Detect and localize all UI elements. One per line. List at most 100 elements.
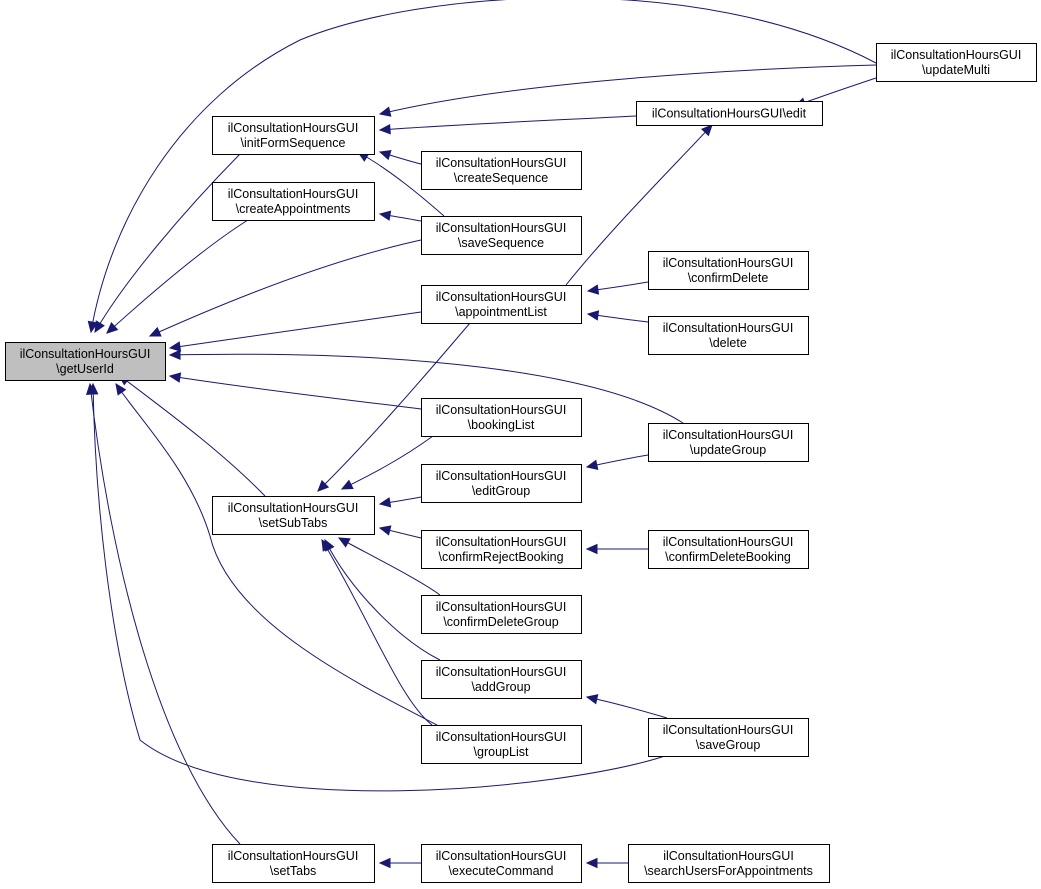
arrowhead xyxy=(378,210,392,221)
node-box xyxy=(648,251,809,290)
node-updateGroup[interactable]: ilConsultationHoursGUI\updateGroup xyxy=(648,423,809,462)
arrowhead xyxy=(94,320,105,334)
node-confirmDeleteGroup[interactable]: ilConsultationHoursGUI\confirmDeleteGrou… xyxy=(421,595,582,634)
edge-saveGroup-to-getUserId xyxy=(87,382,666,792)
node-label-line1: ilConsultationHoursGUI xyxy=(436,600,567,614)
edge-editGroup-to-setSubTabs xyxy=(378,496,422,508)
node-label-line1: ilConsultationHoursGUI\edit xyxy=(652,107,807,121)
edge-groupList-to-setSubTabs xyxy=(321,538,433,726)
edge-updateMulti-to-getUserId xyxy=(87,0,877,334)
edge-line xyxy=(379,64,877,115)
node-label-line2: \addGroup xyxy=(471,680,530,694)
node-box xyxy=(421,844,582,883)
node-saveGroup[interactable]: ilConsultationHoursGUI\saveGroup xyxy=(648,718,809,757)
edge-edit-to-initFormSequence xyxy=(378,115,637,135)
edge-confirmDeleteBooking-to-confirmRejectBooking xyxy=(585,543,648,555)
arrowhead xyxy=(106,322,119,334)
edge-line xyxy=(338,537,441,596)
edge-saveSequence-to-createAppointments xyxy=(378,210,422,222)
edge-line xyxy=(357,151,445,217)
arrowhead xyxy=(115,383,127,396)
edge-confirmDelete-to-appointmentList xyxy=(586,281,649,295)
node-box xyxy=(421,660,582,699)
node-label-line1: ilConsultationHoursGUI xyxy=(228,501,359,515)
edge-appointmentList-to-setSubTabs xyxy=(317,322,471,492)
node-box xyxy=(876,43,1037,82)
node-label-line1: ilConsultationHoursGUI xyxy=(436,535,567,549)
node-label-line2: \initFormSequence xyxy=(241,136,346,150)
node-edit[interactable]: ilConsultationHoursGUI\edit xyxy=(636,101,823,126)
node-label-line1: ilConsultationHoursGUI xyxy=(663,256,794,270)
arrowhead xyxy=(168,341,182,352)
node-label-line2: \delete xyxy=(709,336,747,350)
node-setTabs[interactable]: ilConsultationHoursGUI\setTabs xyxy=(212,844,375,883)
node-box xyxy=(421,464,582,503)
node-delete[interactable]: ilConsultationHoursGUI\delete xyxy=(648,316,809,355)
node-label-line2: \createAppointments xyxy=(236,202,351,216)
node-box xyxy=(421,530,582,569)
node-label-line2: \updateMulti xyxy=(922,63,990,77)
edge-line xyxy=(324,539,441,661)
arrowhead xyxy=(700,124,713,137)
node-confirmDelete[interactable]: ilConsultationHoursGUI\confirmDelete xyxy=(648,251,809,290)
node-appointmentList[interactable]: ilConsultationHoursGUI\appointmentList xyxy=(421,285,582,324)
node-bookingList[interactable]: ilConsultationHoursGUI\bookingList xyxy=(421,398,582,437)
node-confirmRejectBooking[interactable]: ilConsultationHoursGUI\confirmRejectBook… xyxy=(421,530,582,569)
node-label-line1: ilConsultationHoursGUI xyxy=(436,665,567,679)
arrowhead xyxy=(585,694,599,705)
node-label-line2: \saveGroup xyxy=(696,738,761,752)
arrowhead xyxy=(87,320,99,334)
node-executeCommand[interactable]: ilConsultationHoursGUI\executeCommand xyxy=(421,844,582,883)
node-box xyxy=(648,718,809,757)
node-label-line1: ilConsultationHoursGUI xyxy=(663,723,794,737)
arrowhead xyxy=(378,106,392,117)
edge-bookingList-to-setSubTabs xyxy=(340,435,434,490)
node-label-line2: \searchUsersForAppointments xyxy=(644,864,813,878)
arrowhead xyxy=(585,459,599,470)
node-box xyxy=(648,423,809,462)
edge-bookingList-to-getUserId xyxy=(168,372,422,410)
node-label-line1: ilConsultationHoursGUI xyxy=(228,849,359,863)
edge-line xyxy=(115,383,438,726)
node-box xyxy=(5,342,166,381)
node-label-line2: \saveSequence xyxy=(458,236,544,250)
node-editGroup[interactable]: ilConsultationHoursGUI\editGroup xyxy=(421,464,582,503)
edge-updateGroup-to-getUserId xyxy=(168,349,684,424)
node-label-line2: \confirmRejectBooking xyxy=(438,550,563,564)
node-groupList[interactable]: ilConsultationHoursGUI\groupList xyxy=(421,725,582,764)
node-label-line1: ilConsultationHoursGUI xyxy=(228,187,359,201)
node-createSequence[interactable]: ilConsultationHoursGUI\createSequence xyxy=(421,151,582,190)
node-label-line2: \confirmDeleteBooking xyxy=(665,550,791,564)
node-box xyxy=(212,844,375,883)
edges-layer xyxy=(85,0,877,869)
edge-initFormSequence-to-getUserId xyxy=(94,153,241,334)
node-saveSequence[interactable]: ilConsultationHoursGUI\saveSequence xyxy=(421,216,582,255)
edge-saveSequence-to-getUserId xyxy=(148,239,422,337)
edge-line xyxy=(89,383,241,845)
arrowhead xyxy=(378,150,392,161)
node-label-line2: \editGroup xyxy=(472,484,530,498)
node-label-line1: ilConsultationHoursGUI xyxy=(663,535,794,549)
arrowhead xyxy=(317,479,330,492)
edge-confirmRejectBooking-to-setSubTabs xyxy=(378,525,422,539)
node-confirmDeleteBooking[interactable]: ilConsultationHoursGUI\confirmDeleteBook… xyxy=(648,530,809,569)
edge-delete-to-appointmentList xyxy=(586,310,649,323)
edge-setSubTabs-to-getUserId xyxy=(118,374,266,497)
edge-line xyxy=(317,322,471,492)
edge-line xyxy=(149,239,422,337)
node-label-line2: \getUserId xyxy=(56,362,114,376)
node-label-line1: ilConsultationHoursGUI xyxy=(20,347,151,361)
nodes-layer: ilConsultationHoursGUI\getUserIdilConsul… xyxy=(5,43,1037,883)
node-createAppointments[interactable]: ilConsultationHoursGUI\createAppointment… xyxy=(212,182,375,221)
edge-line xyxy=(565,124,713,286)
node-setSubTabs[interactable]: ilConsultationHoursGUI\setSubTabs xyxy=(212,496,375,535)
edge-line xyxy=(169,375,422,410)
node-searchUsersForAppointments[interactable]: ilConsultationHoursGUI\searchUsersForApp… xyxy=(628,844,830,883)
node-updateMulti[interactable]: ilConsultationHoursGUI\updateMulti xyxy=(876,43,1037,82)
node-box xyxy=(421,595,582,634)
node-addGroup[interactable]: ilConsultationHoursGUI\addGroup xyxy=(421,660,582,699)
arrowhead xyxy=(87,382,99,395)
node-getUserId: ilConsultationHoursGUI\getUserId xyxy=(5,342,166,381)
node-label-line2: \setTabs xyxy=(270,864,317,878)
node-initFormSequence[interactable]: ilConsultationHoursGUI\initFormSequence xyxy=(212,116,375,155)
